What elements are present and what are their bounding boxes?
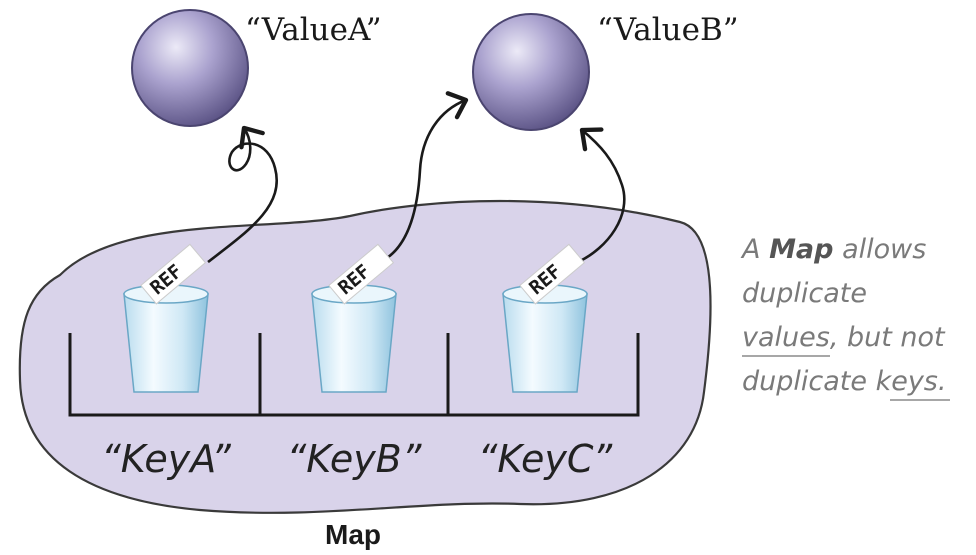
key-slot-b: REF “KeyB” <box>287 243 422 481</box>
ref-tag-b <box>328 243 395 305</box>
value-label-a: “ValueA” <box>245 12 382 48</box>
key-label-c: “KeyC” <box>478 437 613 481</box>
key-label-a: “KeyA” <box>101 437 231 481</box>
cup-b <box>311 293 397 393</box>
value-sphere-b <box>472 13 590 131</box>
bucket-frame <box>68 333 640 417</box>
ref-arrow-b <box>379 91 469 264</box>
value-node-b: “ValueB” <box>472 12 739 131</box>
ref-arrow-c <box>577 127 626 264</box>
ref-tag-c <box>519 243 586 305</box>
note-line-3: values, but not <box>742 322 946 353</box>
note-line-4: duplicate keys. <box>742 366 946 397</box>
note-line-1: A Map allows <box>740 234 926 265</box>
key-slot-a: REF “KeyA” <box>101 243 231 481</box>
ref-arrow-a <box>207 125 278 264</box>
key-label-b: “KeyB” <box>287 437 422 481</box>
cup-c <box>502 293 588 393</box>
cup-a <box>123 293 209 393</box>
value-label-b: “ValueB” <box>597 12 739 48</box>
note-line-2: duplicate <box>742 278 867 309</box>
map-label: Map <box>325 519 381 550</box>
value-sphere-a <box>131 9 249 127</box>
ref-tag-a <box>140 243 207 305</box>
value-node-a: “ValueA” <box>131 9 382 127</box>
side-note: A Map allows duplicate values, but not d… <box>740 234 950 401</box>
